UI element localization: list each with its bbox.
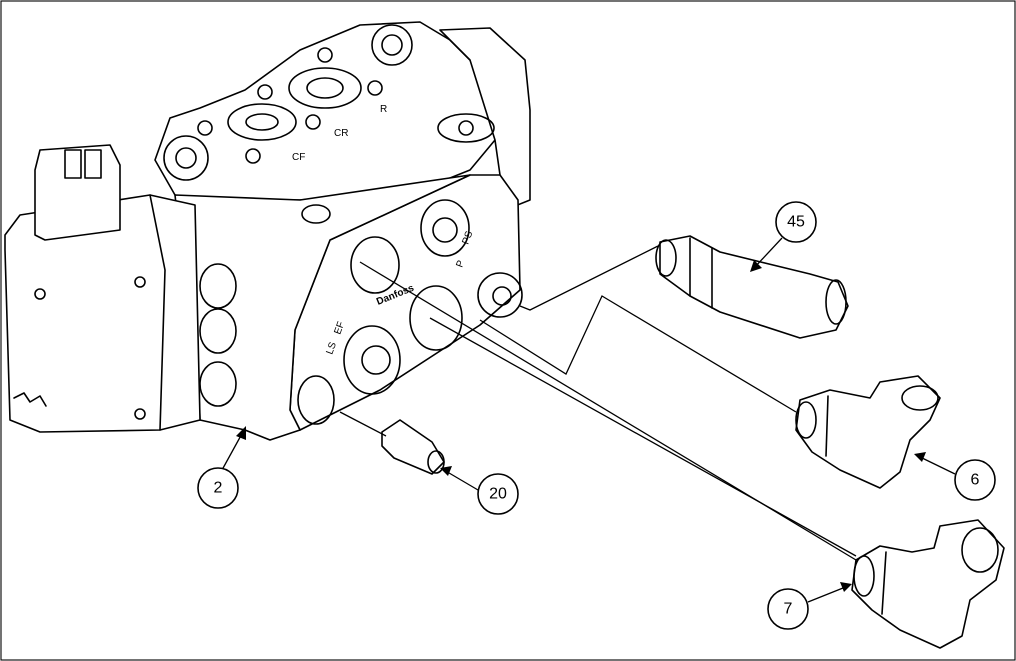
elbow-6: [795, 375, 941, 489]
stamp-cf: CF: [292, 152, 305, 163]
callout-6-circle: [954, 459, 996, 501]
top-port-4-hex: [175, 147, 197, 169]
fitting-20-assembly-line: [339, 411, 387, 437]
assembly-lines: [359, 245, 857, 561]
top-port-4: [163, 135, 209, 181]
top-port-1-hex: [381, 34, 403, 56]
fitting-20: [339, 411, 445, 475]
callout-6: 6: [954, 459, 996, 501]
stamp-ef: EF: [332, 320, 347, 336]
top-port-1: [371, 24, 413, 66]
callout-2-label: 2: [214, 480, 223, 497]
actuator-logo-mark: [13, 392, 47, 407]
connector-latch-2: [84, 149, 102, 179]
plunger-1: [199, 263, 237, 309]
front-port-1: [350, 236, 400, 294]
top-small-port-d: [305, 114, 321, 130]
connector-latch: [64, 149, 82, 179]
valve-block: CR CF R Danfoss PS P EF LS: [154, 21, 531, 441]
elbow-7-body: [851, 519, 1005, 649]
plunger-3: [199, 361, 237, 407]
actuator-screw-1: [34, 288, 46, 300]
valve-rear-boss: [439, 27, 531, 211]
front-port-5: [343, 325, 401, 395]
callout-20-label: 20: [489, 486, 507, 503]
fitting-20-body: [381, 419, 445, 475]
top-small-port-a: [317, 47, 333, 63]
callout-6-label: 6: [971, 472, 980, 489]
elbow-6-outlet: [901, 385, 939, 411]
stamp-r: R: [380, 104, 387, 115]
stamp-cr: CR: [334, 128, 348, 139]
arrow-6: [914, 452, 926, 462]
elbow-7-outlet: [961, 527, 999, 573]
assembly-line-7b: [429, 317, 857, 557]
top-port-3-inner: [245, 113, 279, 131]
elbow-6-end: [795, 401, 817, 439]
elbow-6-body: [795, 375, 941, 489]
arrow-45: [750, 260, 762, 272]
assembly-line-45: [519, 245, 659, 311]
actuator-housing: [4, 144, 237, 433]
fitting-20-face: [427, 450, 445, 474]
callout-7-circle: [767, 588, 809, 630]
callout-20: 20: [477, 473, 519, 515]
callout-2-circle: [197, 467, 239, 509]
assembly-line-6: [479, 295, 797, 413]
top-port-2: [288, 67, 362, 109]
callout-2: 2: [197, 467, 239, 509]
leader-45: [753, 237, 783, 269]
actuator-edge: [149, 194, 166, 431]
callout-45-circle: [775, 201, 817, 243]
top-small-port-c: [257, 84, 273, 100]
connector-housing: [34, 144, 121, 241]
arrow-2: [236, 426, 246, 440]
elbow-45-end: [655, 239, 677, 277]
stamp-ps: PS: [460, 229, 475, 246]
front-port-2: [420, 199, 470, 257]
top-small-port-e: [197, 120, 213, 136]
front-port-4-hex: [492, 286, 512, 306]
top-bolt-head: [458, 120, 474, 136]
front-port-5-hex: [361, 345, 391, 375]
front-port-4: [477, 272, 523, 318]
top-port-3: [227, 103, 297, 141]
callout-7-label: 7: [784, 601, 793, 618]
callout-20-circle: [477, 473, 519, 515]
side-port: [301, 204, 331, 224]
plunger-2: [199, 308, 237, 354]
leader-20: [443, 469, 479, 491]
elbow-45-body: [659, 235, 849, 339]
top-small-port-b: [367, 80, 383, 96]
top-port-2-inner: [306, 77, 344, 99]
front-port-6: [297, 375, 335, 425]
elbow-45-outlet: [825, 279, 847, 325]
top-bolt: [437, 113, 495, 143]
elbow-7-end: [853, 555, 875, 597]
leader-7: [807, 585, 849, 603]
front-port-3: [409, 285, 463, 351]
callout-leaders: [221, 237, 956, 603]
actuator-screw-2: [134, 276, 146, 288]
stamp-ls: LS: [324, 340, 339, 356]
arrow-7: [840, 582, 852, 592]
elbow-45: [655, 235, 849, 339]
elbow-7: [851, 519, 1005, 649]
elbow-6-nut: [825, 395, 829, 457]
stamp-p: P: [454, 259, 467, 269]
callout-45: 45: [775, 201, 817, 243]
arrow-20: [440, 466, 452, 476]
actuator-screw-3: [134, 408, 146, 420]
top-small-port-f: [245, 148, 261, 164]
front-port-2-hex: [432, 217, 458, 243]
callout-45-label: 45: [787, 214, 805, 231]
elbow-7-nut: [881, 551, 887, 615]
leader-6: [917, 455, 956, 475]
callout-7: 7: [767, 588, 809, 630]
